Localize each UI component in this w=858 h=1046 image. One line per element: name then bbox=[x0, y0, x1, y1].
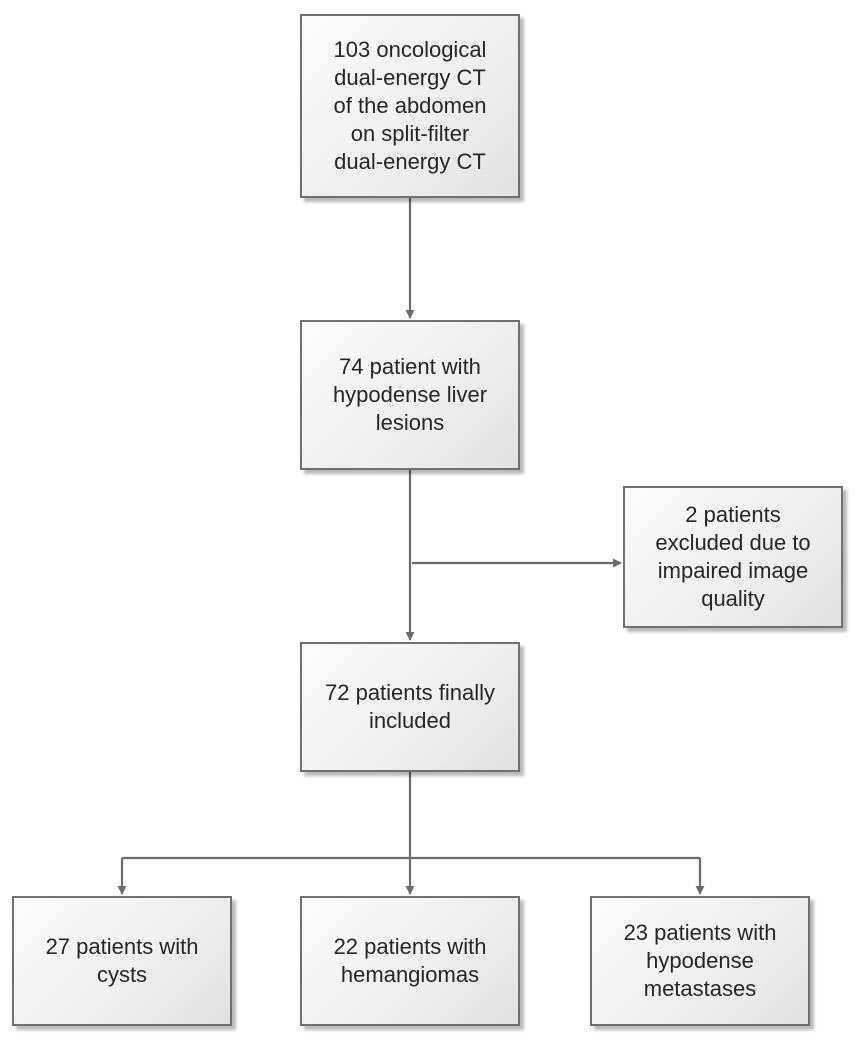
included-box: 72 patients finally included bbox=[300, 642, 520, 772]
hypodense-lesions-box: 74 patient with hypodense liver lesions bbox=[300, 320, 520, 470]
hemangiomas-box: 22 patients with hemangiomas bbox=[300, 896, 520, 1026]
screening-box: 103 oncological dual-energy CT of the ab… bbox=[300, 14, 520, 198]
cysts-box-text: 27 patients with cysts bbox=[45, 934, 199, 987]
excluded-box: 2 patients excluded due to impaired imag… bbox=[623, 486, 843, 628]
included-box-text: 72 patients finally included bbox=[325, 680, 495, 733]
excluded-box-text: 2 patients excluded due to impaired imag… bbox=[655, 502, 811, 611]
screening-box-text: 103 oncological dual-energy CT of the ab… bbox=[333, 37, 487, 174]
hypodense-lesions-box-text: 74 patient with hypodense liver lesions bbox=[332, 354, 488, 435]
hemangiomas-box-text: 22 patients with hemangiomas bbox=[333, 934, 487, 987]
metastases-box-text: 23 patients with hypodense metastases bbox=[623, 920, 777, 1001]
metastases-box: 23 patients with hypodense metastases bbox=[590, 896, 810, 1026]
cysts-box: 27 patients with cysts bbox=[12, 896, 232, 1026]
